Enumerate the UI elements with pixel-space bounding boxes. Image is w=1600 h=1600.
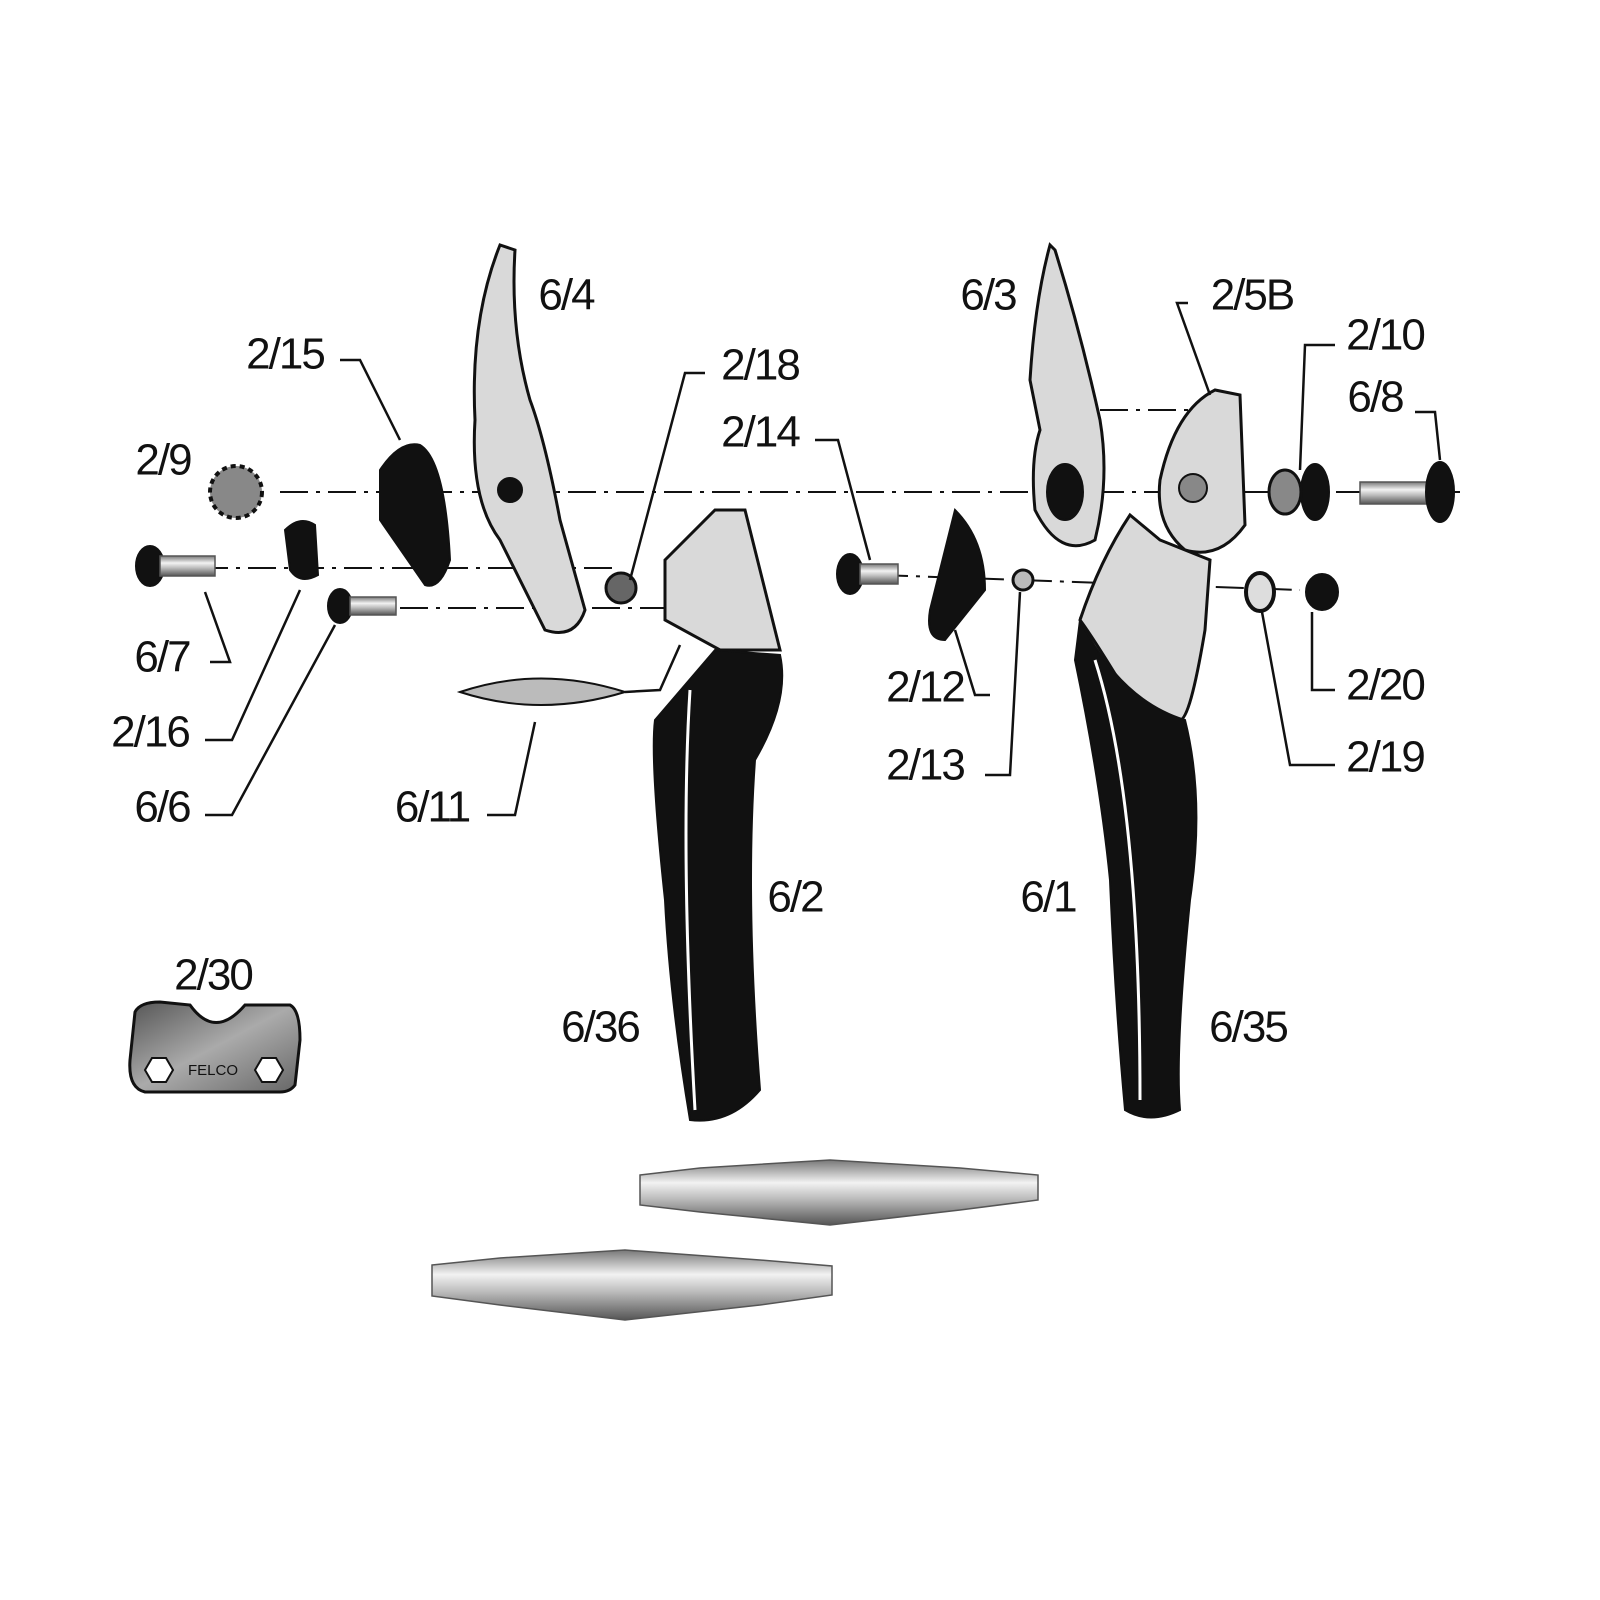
grip-highlight: [684, 689, 697, 1111]
label-2-12: 2/12: [886, 663, 964, 712]
felco-logo: FELCO: [188, 1062, 238, 1079]
part-6-8-center-bolt: [1359, 461, 1455, 523]
label-6-3: 6/3: [960, 271, 1016, 320]
label-2-20: 2/20: [1346, 661, 1424, 710]
part-2-19-washer: [1244, 571, 1276, 613]
part-labels: 6/4 2/15 2/18 2/9 2/14 6/7 2/16 6/6 6/11…: [111, 271, 1426, 1052]
label-6-2: 6/2: [767, 873, 823, 922]
spring-replacement-1: [639, 1159, 1039, 1226]
part-6-4-anvil-blade: [472, 243, 587, 634]
part-2-16-washer: [283, 520, 320, 580]
part-6-3-cutting-blade: [1028, 242, 1106, 548]
part-6-1-handle-grip: [1073, 616, 1198, 1119]
label-6-8: 6/8: [1347, 373, 1403, 422]
part-2-15-plate: [379, 443, 452, 587]
part-6-7-bolt: [135, 545, 216, 587]
label-2-13: 2/13: [886, 741, 964, 790]
spring-replacement-2: [431, 1249, 833, 1321]
part-2-20-cap: [1305, 573, 1339, 611]
label-2-9: 2/9: [135, 436, 191, 485]
label-6-1: 6/1: [1020, 873, 1076, 922]
label-2-30: 2/30: [174, 951, 252, 1000]
part-2-30-wrench: FELCO: [128, 1000, 302, 1094]
part-6-2-handle-head: [663, 508, 782, 652]
label-6-36: 6/36: [561, 1003, 639, 1052]
part-2-9-lock-nut: [208, 464, 264, 520]
part-2-10-bushing: [1267, 463, 1330, 521]
label-2-10: 2/10: [1346, 311, 1424, 360]
label-2-19: 2/19: [1346, 733, 1424, 782]
grip-highlight: [1093, 659, 1142, 1101]
part-2-13-washer: [1011, 568, 1035, 592]
part-6-11-spring: [456, 677, 629, 706]
label-2-5B: 2/5B: [1211, 271, 1294, 320]
pivot-hole: [497, 477, 523, 503]
anvil-hole: [1178, 473, 1208, 503]
label-6-11: 6/11: [395, 783, 470, 832]
part-2-18-nut: [604, 571, 638, 605]
label-2-18: 2/18: [721, 341, 799, 390]
label-6-7: 6/7: [134, 633, 190, 682]
part-2-12-wire-cutter: [928, 508, 987, 642]
label-6-35: 6/35: [1209, 1003, 1287, 1052]
label-6-6: 6/6: [134, 783, 190, 832]
label-2-16: 2/16: [111, 708, 189, 757]
part-2-5B-anvil: [1157, 388, 1247, 554]
part-2-14-bolt: [836, 553, 899, 595]
blade-hole: [1046, 463, 1084, 521]
part-6-2-handle-grip: [652, 648, 784, 1122]
label-2-14: 2/14: [721, 408, 800, 457]
leader-lines: [203, 301, 1442, 817]
label-6-4: 6/4: [538, 271, 595, 320]
part-6-6-bolt: [327, 588, 397, 624]
label-2-15: 2/15: [246, 330, 324, 379]
